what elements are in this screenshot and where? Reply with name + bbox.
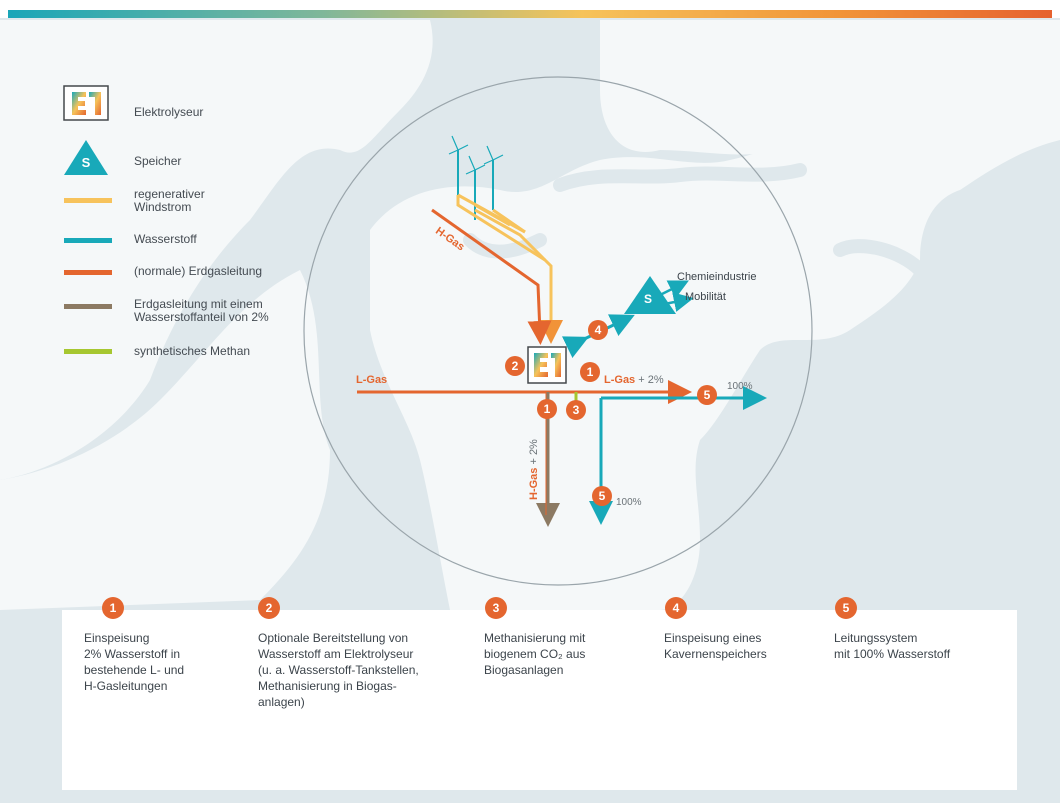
l-gas-left-label: L-Gas bbox=[356, 374, 388, 386]
land-masses bbox=[0, 20, 1060, 610]
mobil-label: Mobilität bbox=[685, 291, 726, 303]
storage-letter: S bbox=[644, 292, 653, 306]
windstrom-lines bbox=[456, 193, 563, 344]
badge-4: 4 bbox=[588, 320, 608, 340]
storage-triangle bbox=[624, 276, 676, 314]
water-channels bbox=[463, 163, 927, 277]
step-4-badge: 4 bbox=[665, 597, 687, 619]
legend-swatches bbox=[63, 85, 112, 354]
step-2-text: Optionale Bereitstellung von Wasserstoff… bbox=[258, 631, 419, 709]
legend-elektrolyseur: Elektrolyseur bbox=[134, 105, 204, 119]
step-3-badge: 3 bbox=[485, 597, 507, 619]
step-3-text: Methanisierung mit biogenem CO₂ aus Biog… bbox=[484, 631, 586, 677]
legend-methan: synthetisches Methan bbox=[134, 344, 251, 358]
l-gas-right-label: L-Gas + 2% bbox=[604, 374, 664, 386]
header-gradient-bar bbox=[0, 0, 1060, 18]
badge-5-bottom: 5 bbox=[592, 486, 612, 506]
pct-bottom-label: 100% bbox=[616, 497, 642, 508]
badge-5-right: 5 bbox=[697, 385, 717, 405]
legend-windstrom: regenerativer Windstrom bbox=[134, 187, 205, 214]
badge-2: 2 bbox=[505, 356, 525, 376]
legend-erdgas-h2: Erdgasleitung mit einem Wasserstoffantei… bbox=[134, 297, 269, 324]
step-4-text: Einspeisung eines Kavernenspeichers bbox=[664, 631, 767, 661]
h-gas-vertical-label: H-Gas + 2% bbox=[528, 439, 540, 500]
step-1-badge: 1 bbox=[102, 597, 124, 619]
step-2-badge: 2 bbox=[258, 597, 280, 619]
steps-panel bbox=[62, 610, 1017, 790]
pct-right-label: 100% bbox=[727, 381, 753, 392]
badge-3: 3 bbox=[566, 400, 586, 420]
h-gas-line bbox=[431, 208, 552, 345]
legend-speicher: Speicher bbox=[134, 154, 182, 168]
step-5-badge: 5 bbox=[835, 597, 857, 619]
badge-1-bottom: 1 bbox=[537, 399, 557, 419]
step-1-text: Einspeisung 2% Wasserstoff in bestehende… bbox=[84, 631, 185, 693]
region-circle bbox=[303, 76, 813, 586]
badge-1-right: 1 bbox=[580, 362, 600, 382]
step-5-text: Leitungssystem mit 100% Wasserstoff bbox=[834, 631, 951, 661]
legend-wasserstoff: Wasserstoff bbox=[134, 232, 197, 246]
legend-erdgas: (normale) Erdgasleitung bbox=[134, 264, 263, 278]
legend-speicher-letter: S bbox=[81, 155, 91, 170]
chemie-label: Chemieindustrie bbox=[677, 271, 757, 283]
